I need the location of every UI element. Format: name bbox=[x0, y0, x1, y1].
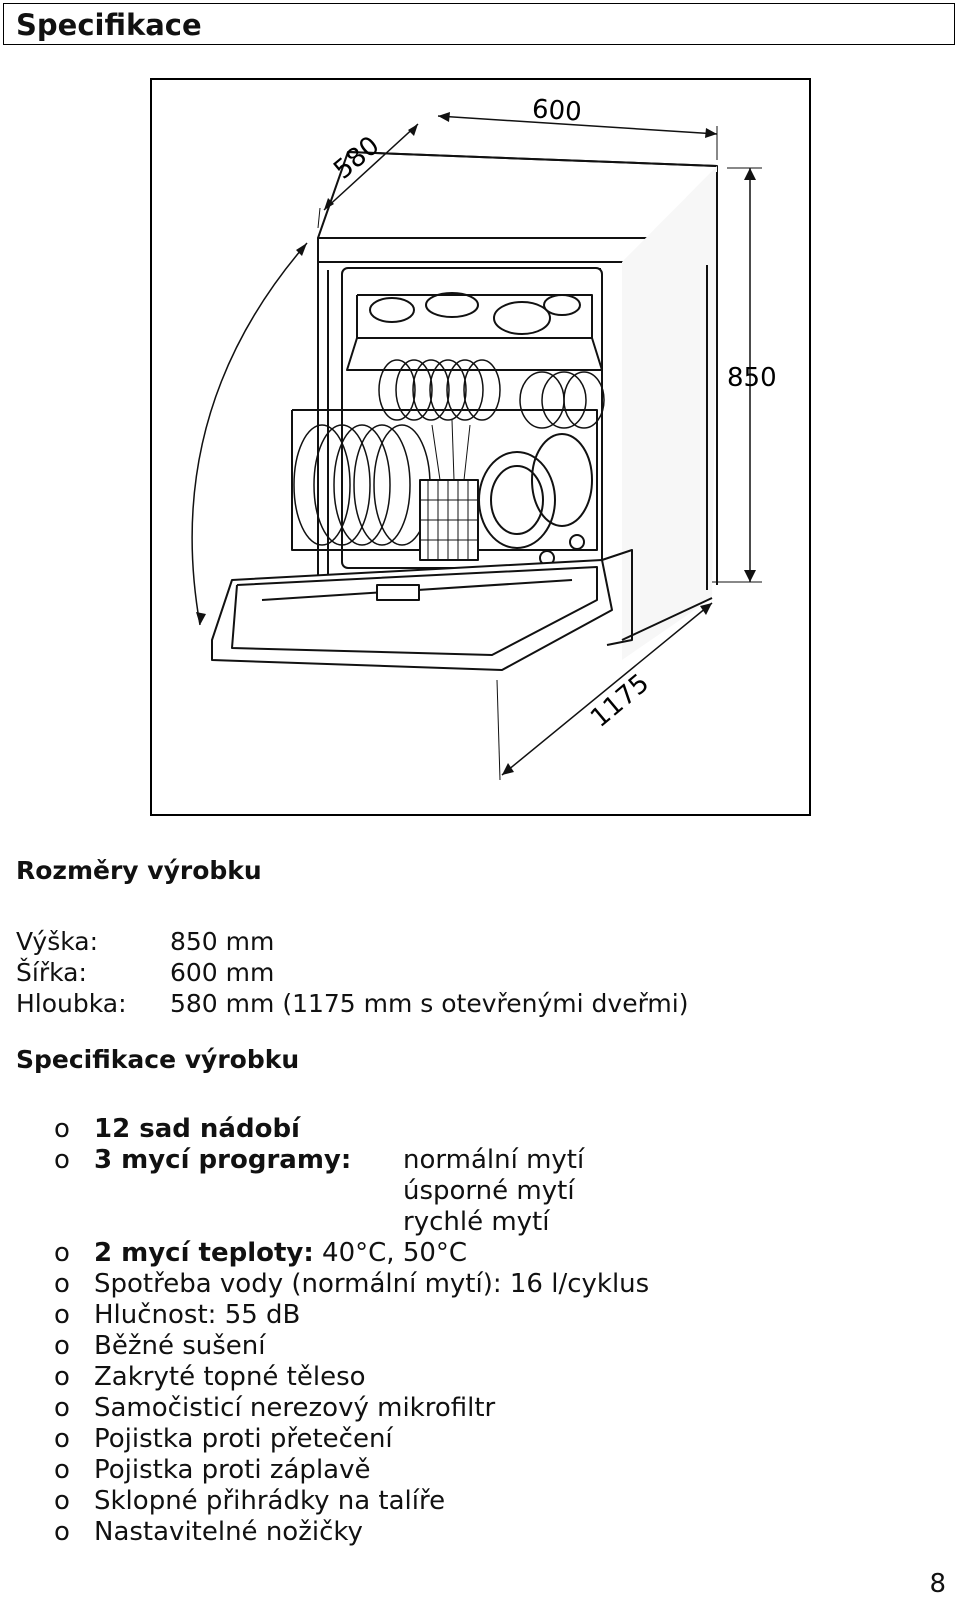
spec-item-text: Běžné sušení bbox=[94, 1331, 266, 1361]
spec-item-text: Zakryté topné těleso bbox=[94, 1362, 366, 1392]
bullet: o bbox=[54, 1486, 70, 1516]
page-header: Specifikace bbox=[3, 3, 955, 45]
dimension-label-height: 850 bbox=[727, 363, 777, 393]
bullet: o bbox=[54, 1393, 70, 1423]
bullet: o bbox=[54, 1362, 70, 1392]
dimension-label: Hloubka: bbox=[16, 989, 127, 1018]
spec-temps-label: 2 mycí teploty: bbox=[94, 1238, 314, 1268]
spec-temps: 2 mycí teploty: 40°C, 50°C bbox=[94, 1238, 467, 1269]
spec-item-text: Nastavitelné nožičky bbox=[94, 1517, 363, 1547]
spec-item-text: Hlučnost: 55 dB bbox=[94, 1300, 301, 1330]
dimension-label: Výška: bbox=[16, 927, 99, 956]
program-name: normální mytí bbox=[403, 1145, 585, 1175]
bullet: o bbox=[54, 1424, 70, 1454]
dimension-value: 600 mm bbox=[170, 958, 275, 987]
dimension-value: 850 mm bbox=[170, 927, 275, 956]
bullet: o bbox=[54, 1114, 70, 1144]
spec-item-text: Spotřeba vody (normální mytí): 16 l/cykl… bbox=[94, 1269, 650, 1299]
bullet: o bbox=[54, 1269, 70, 1299]
spec-item-text: Sklopné přihrádky na talíře bbox=[94, 1486, 446, 1516]
dimensions-heading: Rozměry výrobku bbox=[16, 856, 262, 885]
bullet: o bbox=[54, 1300, 70, 1330]
spec-temps-value: 40°C, 50°C bbox=[313, 1238, 468, 1268]
bullet: o bbox=[54, 1331, 70, 1361]
bullet: o bbox=[54, 1517, 70, 1547]
bullet: o bbox=[54, 1145, 70, 1175]
specs-heading: Specifikace výrobku bbox=[16, 1045, 300, 1074]
dimension-label: Šířka: bbox=[16, 958, 87, 987]
dishwasher-drawing bbox=[191, 112, 762, 781]
dishwasher-dimension-figure: 580 600 850 1175 bbox=[150, 78, 811, 816]
page-number: 8 bbox=[929, 1569, 946, 1599]
spec-capacity: 12 sad nádobí bbox=[94, 1114, 300, 1144]
program-name: rychlé mytí bbox=[403, 1207, 550, 1237]
spec-item-text: Pojistka proti přetečení bbox=[94, 1424, 393, 1454]
spec-item-text: Samočisticí nerezový mikrofiltr bbox=[94, 1393, 496, 1423]
dimension-value: 580 mm (1175 mm s otevřenými dveřmi) bbox=[170, 989, 689, 1018]
program-name: úsporné mytí bbox=[403, 1176, 575, 1206]
page-title: Specifikace bbox=[16, 8, 202, 42]
spec-programs-label: 3 mycí programy: bbox=[94, 1145, 352, 1175]
bullet: o bbox=[54, 1455, 70, 1485]
bullet: o bbox=[54, 1238, 70, 1268]
dimension-label-width: 600 bbox=[531, 94, 583, 128]
spec-item-text: Pojistka proti záplavě bbox=[94, 1455, 371, 1485]
